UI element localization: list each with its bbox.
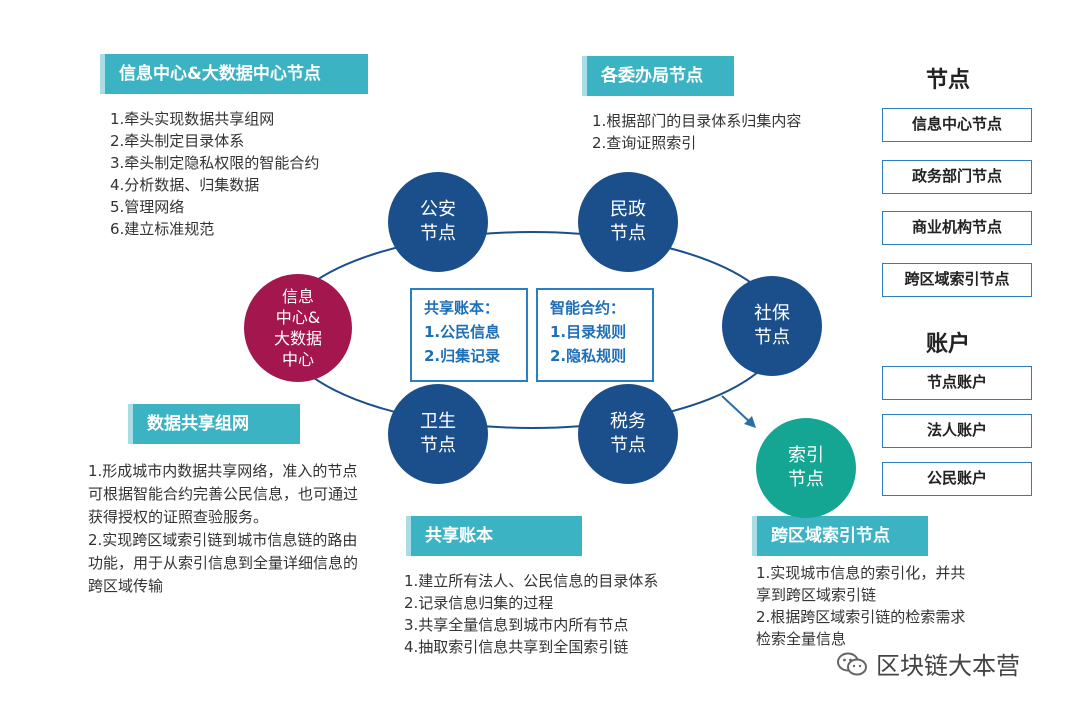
banner-commission: 各委办局节点: [582, 56, 734, 96]
banner-data-sharing: 数据共享组网: [128, 404, 300, 444]
list-item: 3.牵头制定隐私权限的智能合约: [110, 154, 320, 172]
node-shebao: 社保节点: [722, 276, 822, 376]
list-item: 1.根据部门的目录体系归集内容: [592, 112, 802, 130]
list-item: 4.分析数据、归集数据: [110, 176, 260, 194]
wechat-icon: [837, 652, 867, 675]
list-item: 1.牵头实现数据共享组网: [110, 110, 275, 128]
list-item: 4.抽取索引信息共享到全国索引链: [404, 638, 629, 656]
node-shuiwu: 税务节点: [578, 384, 678, 484]
list-item: 2.记录信息归集的过程: [404, 594, 554, 612]
list-item: 2.根据跨区域索引链的检索需求检索全量信息: [756, 608, 966, 648]
list-item: 1.建立所有法人、公民信息的目录体系: [404, 572, 659, 590]
shared-ledger-items: 1.建立所有法人、公民信息的目录体系 2.记录信息归集的过程 3.共享全量信息到…: [404, 570, 658, 658]
list-item: 3.共享全量信息到城市内所有节点: [404, 616, 629, 634]
node-index: 索引节点: [756, 418, 856, 518]
node-weisheng: 卫生节点: [388, 384, 488, 484]
list-item: 6.建立标准规范: [110, 220, 215, 238]
list-item: 1.实现城市信息的索引化，并共享到跨区域索引链: [756, 564, 966, 604]
list-item: 2.实现跨区域索引链到城市信息链的路由功能，用于从索引信息到全量详细信息的跨区域…: [88, 531, 359, 595]
legend-account-citizen: 公民账户: [882, 462, 1032, 496]
legend-accounts-title: 账户: [926, 332, 971, 357]
list-item: 2.牵头制定目录体系: [110, 132, 245, 150]
watermark-text: 区块链大本营: [876, 652, 1020, 680]
smart-contract-box: 智能合约： 1.目录规则 2.隐私规则: [536, 288, 654, 382]
list-item: 2.查询证照索引: [592, 134, 697, 152]
legend-node-info-center: 信息中心节点: [882, 108, 1032, 142]
data-sharing-items: 1.形成城市内数据共享网络，准入的节点可根据智能合约完善公民信息，也可通过获得授…: [88, 460, 370, 598]
watermark: 区块链大本营: [836, 646, 1020, 681]
node-info-center: 信息中心& 大数据中心: [244, 274, 352, 382]
banner-shared-ledger: 共享账本: [406, 516, 582, 556]
legend-node-commercial: 商业机构节点: [882, 211, 1032, 245]
index-arrow-head: [744, 416, 756, 428]
commission-items: 1.根据部门的目录体系归集内容 2.查询证照索引: [592, 110, 801, 154]
banner-cross-region: 跨区域索引节点: [752, 516, 928, 556]
network-ring: [281, 231, 783, 429]
list-item: 5.管理网络: [110, 198, 185, 216]
legend-account-node: 节点账户: [882, 366, 1032, 400]
legend-node-government: 政务部门节点: [882, 160, 1032, 194]
shared-ledger-box: 共享账本： 1.公民信息 2.归集记录: [410, 288, 528, 382]
legend-account-legal: 法人账户: [882, 414, 1032, 448]
legend-node-cross-region: 跨区域索引节点: [882, 263, 1032, 297]
list-item: 1.形成城市内数据共享网络，准入的节点可根据智能合约完善公民信息，也可通过获得授…: [88, 462, 359, 526]
center-node-items: 1.牵头实现数据共享组网 2.牵头制定目录体系 3.牵头制定隐私权限的智能合约 …: [110, 108, 319, 240]
cross-region-items: 1.实现城市信息的索引化，并共享到跨区域索引链 2.根据跨区域索引链的检索需求检…: [756, 562, 966, 650]
node-minzheng: 民政节点: [578, 172, 678, 272]
index-arrow: [721, 395, 753, 425]
legend-nodes-title: 节点: [926, 68, 971, 93]
banner-center-node: 信息中心&大数据中心节点: [100, 54, 368, 94]
node-gongan: 公安节点: [388, 172, 488, 272]
